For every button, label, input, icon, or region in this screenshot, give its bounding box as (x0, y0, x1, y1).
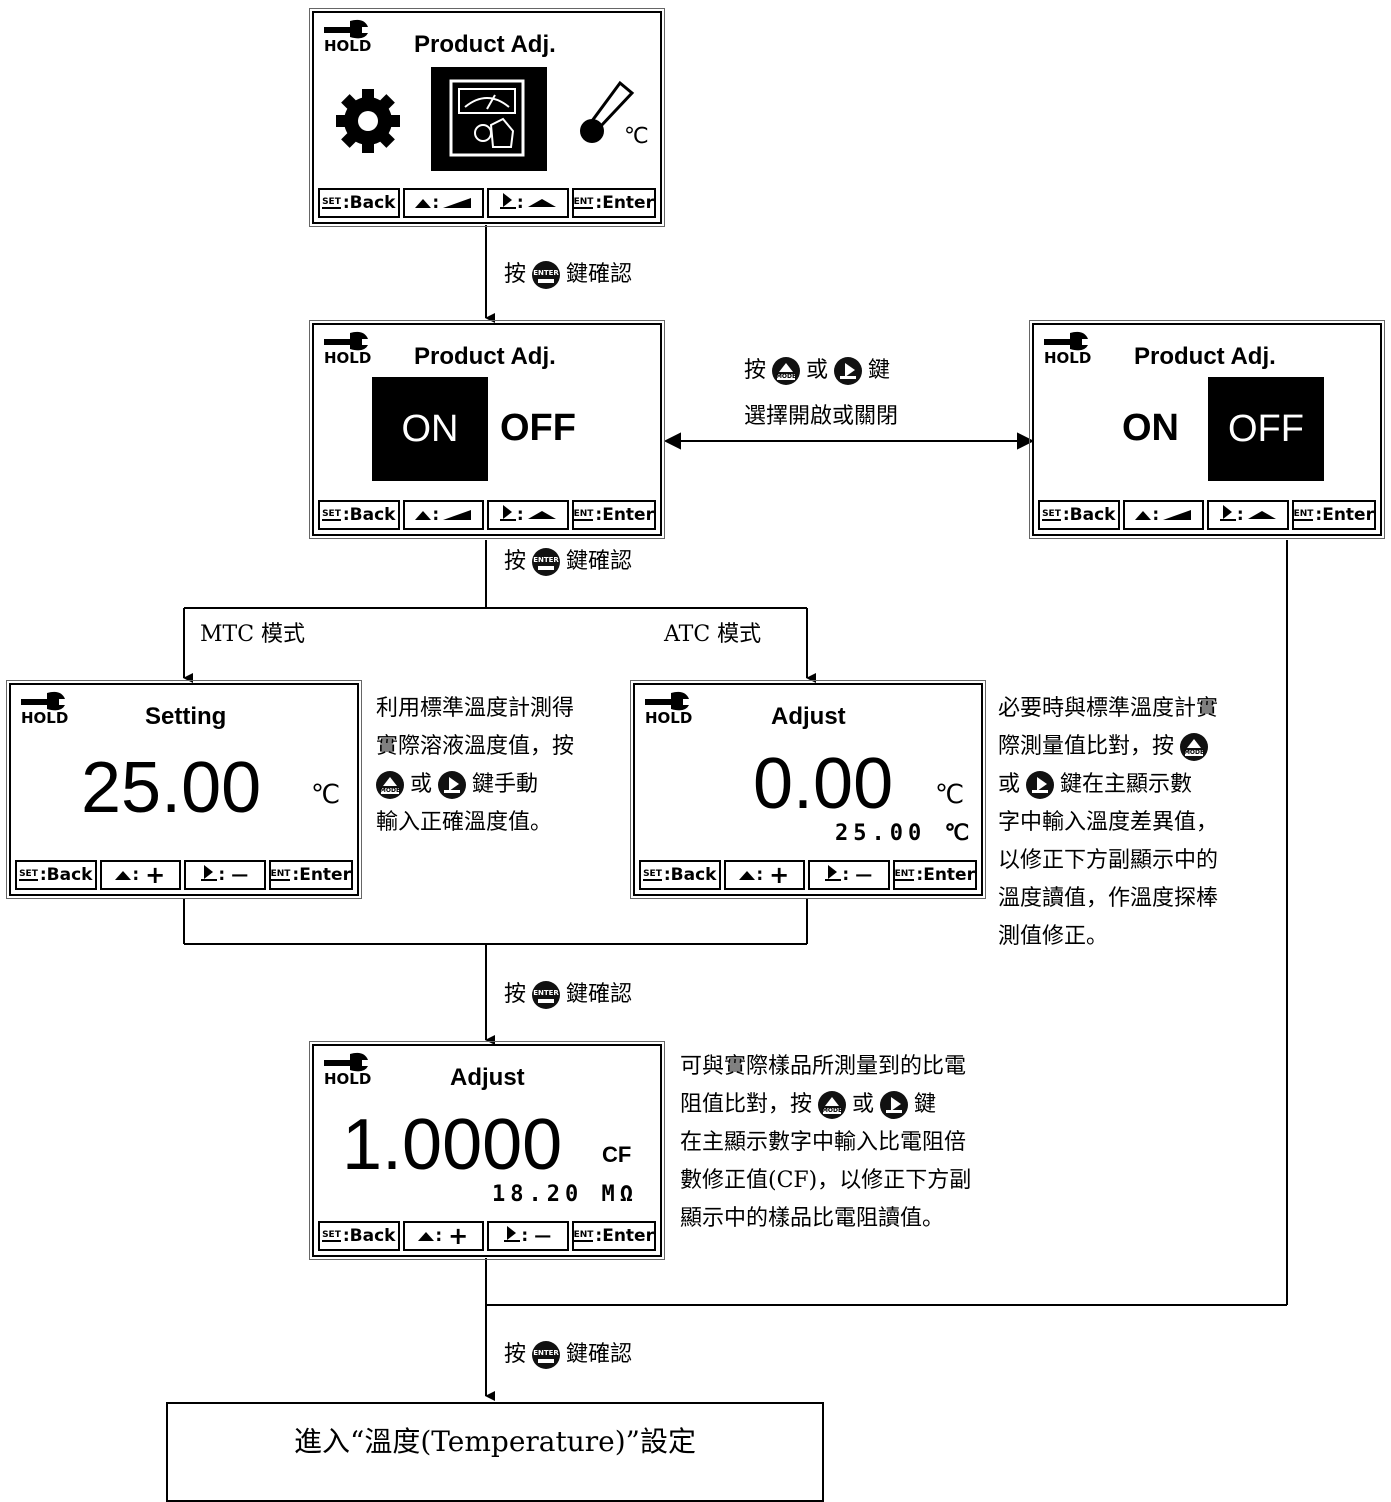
meter-icon-selected (431, 67, 547, 171)
flow-connectors (183, 225, 1288, 1401)
hold-wrench-icon: HOLD (1042, 331, 1094, 367)
key-hint-bar: SET:Back :+ :— ENT:Enter (15, 860, 353, 890)
screen-on-selected: HOLD Product Adj. ON OFF SET:Back : : EN… (309, 320, 665, 539)
screen-title: Product Adj. (1134, 343, 1276, 370)
gear-icon (332, 85, 404, 157)
mode-key-icon: MODE (1180, 733, 1209, 761)
enter-key-icon: ENTER (532, 1341, 561, 1369)
off-option: OFF (500, 407, 576, 449)
hold-label: HOLD (324, 349, 372, 367)
hold-wrench-icon: HOLD (643, 691, 695, 727)
right-key-icon (1026, 771, 1055, 799)
hold-wrench-icon: HOLD (322, 1052, 374, 1088)
hint-set-back: SET:Back (318, 188, 400, 218)
screen-mtc-setting: HOLD Setting 25.00 ℃ SET:Back :+ :— ENT:… (6, 680, 362, 899)
screen-title: Product Adj. (414, 31, 556, 58)
right-key-icon (834, 357, 863, 385)
screen-off-selected: HOLD Product Adj. ON OFF SET:Back : : EN… (1029, 320, 1385, 539)
svg-text:℃: ℃ (624, 124, 649, 149)
temperature-setting-box: 進入“溫度(Temperature)”設定 (166, 1402, 824, 1502)
main-value: 25.00 (81, 748, 262, 828)
key-hint-bar: SET:Back : : ENT:Enter (318, 500, 656, 530)
key-hint-bar: SET:Back :+ :— ENT:Enter (318, 1221, 656, 1251)
main-value: 1.0000 (342, 1105, 563, 1185)
enter-key-icon: ENTER (532, 548, 561, 576)
on-option: ON (1122, 407, 1179, 449)
mode-key-icon: MODE (772, 357, 801, 385)
main-unit: CF (602, 1142, 632, 1167)
hint-up-ramp: : (402, 188, 485, 218)
enter-key-icon: ENTER (532, 981, 561, 1009)
enter-key-icon: ENTER (532, 261, 561, 289)
screen-title: Setting (145, 703, 227, 730)
main-unit: ℃ (311, 779, 341, 809)
screen-title: Adjust (771, 703, 846, 730)
mtc-mode-label: MTC 模式 (200, 622, 306, 647)
right-key-icon (438, 771, 467, 799)
hint-ent-enter: ENT:Enter (571, 188, 656, 218)
hold-wrench-icon: HOLD (322, 331, 374, 367)
screen-atc-adjust: HOLD Adjust 0.00 ℃ 25.00 ℃ SET:Back :+ :… (630, 680, 986, 899)
hold-label: HOLD (21, 709, 69, 727)
right-key-icon (880, 1091, 909, 1119)
hold-wrench-icon: HOLD (322, 19, 374, 55)
hold-label: HOLD (324, 1070, 372, 1088)
hold-label: HOLD (324, 37, 372, 55)
thermometer-icon: ℃ (572, 77, 652, 157)
screen-cf-adjust: HOLD Adjust 1.0000 CF 18.20 MΩ SET:Back … (309, 1041, 665, 1260)
mode-key-icon: MODE (376, 771, 404, 799)
main-unit: ℃ (935, 779, 965, 809)
mode-key-icon: MODE (818, 1091, 847, 1119)
on-option-selected: ON (372, 377, 488, 481)
atc-mode-label: ATC 模式 (664, 622, 762, 647)
screen-title: Product Adj. (414, 343, 556, 370)
sub-value: 25.00 ℃ (835, 821, 975, 846)
screen-title: Adjust (450, 1064, 525, 1091)
hold-label: HOLD (645, 709, 693, 727)
hint-right-ramp: : (487, 188, 569, 218)
select-on-off-desc: 選擇開啟或關閉 (744, 404, 899, 429)
sub-value: 18.20 MΩ (492, 1182, 638, 1207)
key-hint-bar: SET:Back :+ :— ENT:Enter (639, 860, 977, 890)
screen-product-adj-menu: HOLD Product Adj. ℃ SET:Back : : ENT:Ent… (309, 8, 665, 227)
hold-wrench-icon: HOLD (19, 691, 71, 727)
off-option-selected: OFF (1208, 377, 1324, 481)
main-value: 0.00 (753, 744, 894, 824)
hold-label: HOLD (1044, 349, 1092, 367)
key-hint-bar: SET:Back : : ENT:Enter (318, 188, 656, 218)
key-hint-bar: SET:Back : : ENT:Enter (1038, 500, 1376, 530)
